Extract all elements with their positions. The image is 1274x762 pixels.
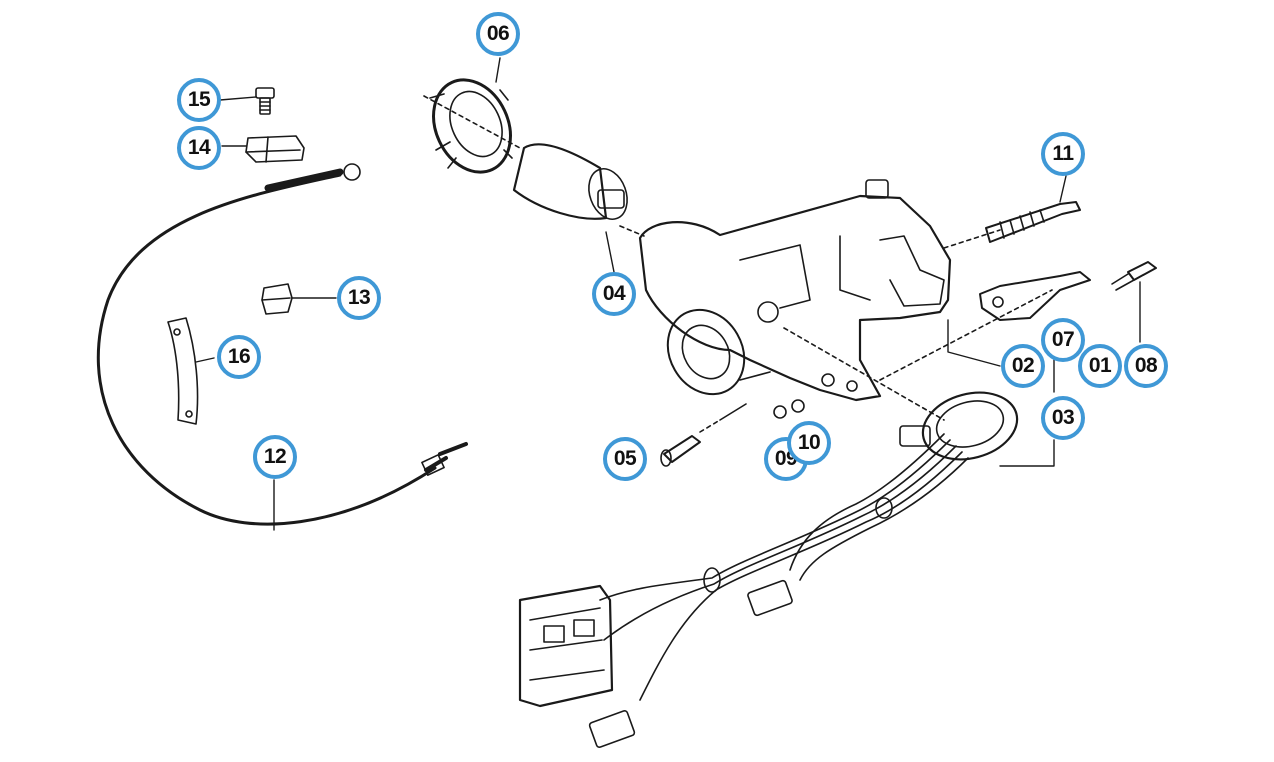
- callout-12-label: 12: [263, 445, 287, 468]
- callout-12[interactable]: 12: [253, 435, 297, 479]
- nut-parts: [773, 399, 805, 419]
- callout-08[interactable]: 08: [1124, 344, 1168, 388]
- lock-housing-part: [638, 179, 1053, 421]
- small-clip-part: [261, 283, 293, 315]
- callout-05[interactable]: 05: [603, 437, 647, 481]
- drive-shaft-part: [985, 201, 1081, 243]
- clip-block-part: [245, 135, 305, 163]
- trim-ring-part: [423, 78, 521, 174]
- callout-05-label: 05: [613, 447, 637, 470]
- wiring-harness-part: [518, 433, 969, 749]
- bolt-part: [255, 87, 275, 115]
- callout-10[interactable]: 10: [787, 421, 831, 465]
- callout-10-label: 10: [797, 431, 821, 454]
- callout-11[interactable]: 11: [1041, 132, 1085, 176]
- callout-16-label: 16: [227, 345, 251, 368]
- callout-16[interactable]: 16: [217, 335, 261, 379]
- callout-04-label: 04: [602, 282, 626, 305]
- ignition-switch-part: [899, 391, 1019, 461]
- callout-01-label: 01: [1088, 354, 1112, 377]
- callout-03[interactable]: 03: [1041, 396, 1085, 440]
- callout-07[interactable]: 07: [1041, 318, 1085, 362]
- callout-13-label: 13: [347, 286, 371, 309]
- lock-cylinder-part: [512, 143, 645, 237]
- callout-02[interactable]: 02: [1001, 344, 1045, 388]
- callout-06[interactable]: 06: [476, 12, 520, 56]
- callout-15-label: 15: [187, 88, 211, 111]
- cable-part: [96, 163, 468, 526]
- screw-part: [1111, 261, 1157, 291]
- callout-14[interactable]: 14: [177, 126, 221, 170]
- callout-01[interactable]: 01: [1078, 344, 1122, 388]
- lock-plate-part: [979, 271, 1091, 321]
- callout-14-label: 14: [187, 136, 211, 159]
- callout-13[interactable]: 13: [337, 276, 381, 320]
- callout-08-label: 08: [1134, 354, 1158, 377]
- callout-02-label: 02: [1011, 354, 1035, 377]
- callout-03-label: 03: [1051, 406, 1075, 429]
- callout-15[interactable]: 15: [177, 78, 221, 122]
- callout-06-label: 06: [486, 22, 510, 45]
- curved-bracket-part: [167, 317, 199, 425]
- callout-07-label: 07: [1051, 328, 1075, 351]
- screw-part-05: [660, 419, 721, 467]
- callout-11-label: 11: [1052, 142, 1074, 165]
- callout-04[interactable]: 04: [592, 272, 636, 316]
